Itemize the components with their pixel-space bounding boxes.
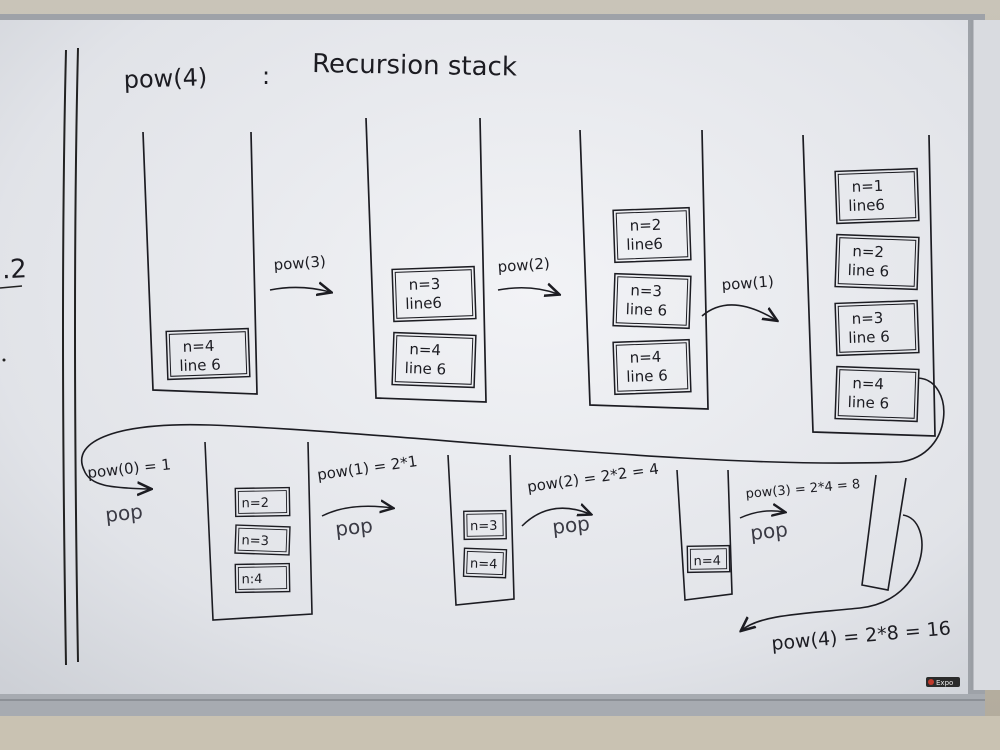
stack-outline xyxy=(676,469,733,601)
margin-line-left xyxy=(62,49,67,666)
frame-n-label: n=4 xyxy=(182,337,214,356)
frame-n-label: n=3 xyxy=(241,533,269,549)
stack-outline xyxy=(802,134,936,437)
frame-n-label: n=4 xyxy=(409,340,441,359)
final-stack-outline xyxy=(861,474,907,591)
push-arrows: pow(3) pow(2) pow(1) xyxy=(269,252,776,320)
board-surface xyxy=(0,20,968,696)
return-curve xyxy=(81,377,945,489)
frame-n-label: n=3 xyxy=(470,519,498,534)
title-call: pow(4) xyxy=(123,63,207,94)
stack-outline xyxy=(204,441,313,621)
stack-frame: n=3 xyxy=(463,509,507,541)
frame-line-label: line 6 xyxy=(847,261,889,280)
board-tray xyxy=(0,694,985,716)
frame-n-label: n=4 xyxy=(852,374,884,393)
stack-frame: n=2 xyxy=(234,486,291,518)
push-arrow-1: pow(3) xyxy=(269,252,330,292)
frame-line-label: line6 xyxy=(405,294,442,313)
push-call-label: pow(3) xyxy=(273,252,326,274)
marker-logo xyxy=(926,677,960,687)
frame-n-label: n=3 xyxy=(851,309,883,328)
arrow-icon xyxy=(269,287,330,292)
margin-line-right xyxy=(74,47,79,663)
frame-n-label: n=2 xyxy=(629,216,661,235)
stack-outline xyxy=(447,454,515,606)
pop-stack-3: n=4 xyxy=(676,469,733,601)
stack-outline xyxy=(579,129,709,410)
frame-n-label: n=3 xyxy=(630,281,662,300)
arrow-icon xyxy=(497,288,558,294)
frame-n-label: n=2 xyxy=(241,496,269,511)
frame-line-label: line 6 xyxy=(404,359,446,378)
frame-n-label: n=4 xyxy=(470,556,498,572)
frame-n-label: n=3 xyxy=(408,275,440,294)
edge-mark: .2 xyxy=(1,254,27,285)
stack-frame: n=3 xyxy=(234,524,291,556)
pop-label: pop xyxy=(104,499,144,527)
marker-logo-text: Expo xyxy=(936,679,953,687)
title-separator: : xyxy=(262,62,270,90)
frame-line-label: line 6 xyxy=(179,356,221,375)
pop-label: pop xyxy=(749,517,789,545)
arrow-icon xyxy=(701,304,776,320)
stack-frame: n=4 xyxy=(462,547,508,579)
stack-outline xyxy=(142,131,258,395)
stack-frame: n=4 xyxy=(686,544,731,574)
pop-stacks: n=2 n=3 n:4 n=3 n=4 n=4 xyxy=(204,441,733,621)
push-arrow-2: pow(2) xyxy=(497,254,558,294)
arrow-icon xyxy=(739,511,784,519)
stack-frame: n:4 xyxy=(234,562,291,594)
frame-n-label: n=4 xyxy=(629,348,661,367)
frame-n-label: n=1 xyxy=(851,177,883,196)
frame-n-label: n=4 xyxy=(693,554,721,569)
neighbor-board xyxy=(972,20,1000,690)
arrow-icon xyxy=(521,508,590,527)
final-return-curve xyxy=(742,514,923,630)
frame-n-label: n=2 xyxy=(852,242,884,261)
push-arrow-3: pow(1) xyxy=(701,272,776,320)
frame-line-label: line 6 xyxy=(625,300,667,319)
frame-line-label: line6 xyxy=(848,196,885,215)
push-call-label: pow(1) xyxy=(721,272,774,294)
pop-stack-1: n=2 n=3 n:4 xyxy=(204,441,313,621)
frame-line-label: line6 xyxy=(626,235,663,254)
frame-line-label: line 6 xyxy=(847,393,889,412)
stack-outline xyxy=(365,117,487,403)
frame-n-label: n:4 xyxy=(241,572,262,587)
wall-bottom xyxy=(0,716,1000,750)
title-text: Recursion stack xyxy=(312,49,517,83)
frame-line-label: line 6 xyxy=(848,328,890,347)
push-call-label: pow(2) xyxy=(497,254,550,276)
pop-stack-2: n=3 n=4 xyxy=(447,454,515,606)
frame-line-label: line 6 xyxy=(626,366,668,385)
pop-label: pop xyxy=(334,513,374,541)
arrow-icon xyxy=(321,506,392,517)
pop-label: pop xyxy=(551,511,591,539)
